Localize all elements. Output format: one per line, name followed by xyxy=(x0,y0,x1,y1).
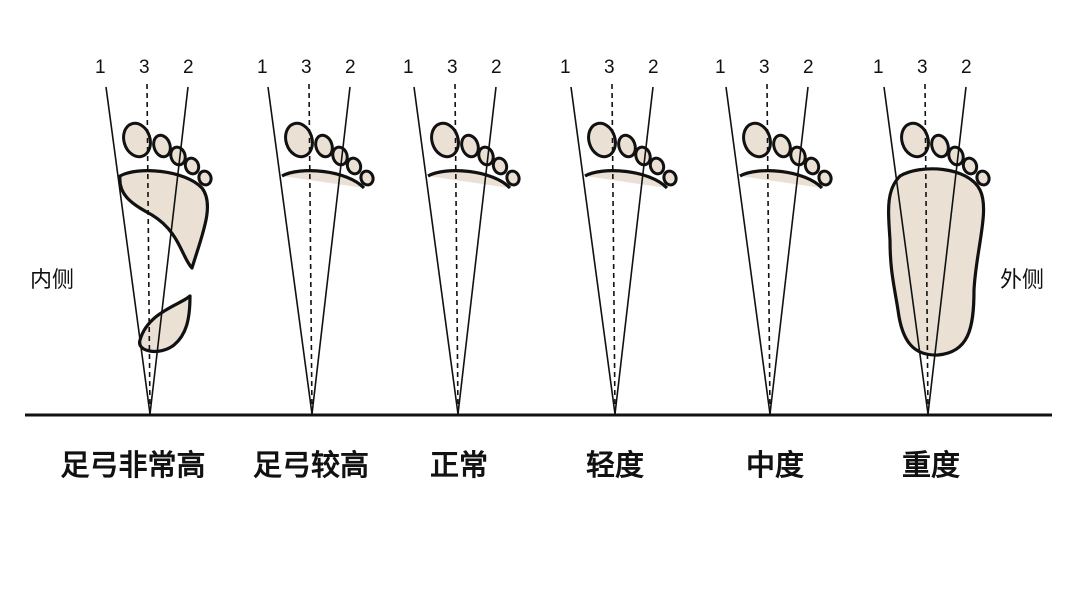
toe-shape xyxy=(197,169,213,187)
caption-high: 足弓较高 xyxy=(253,448,369,482)
line-number-label: 1 xyxy=(715,57,726,78)
foot-panel-severe: 1 3 2 重度 xyxy=(873,57,991,482)
toe-shape xyxy=(505,169,521,187)
toe-shape xyxy=(900,121,930,159)
toe-shape xyxy=(772,133,792,159)
toe-shape xyxy=(789,145,807,167)
reference-line-3 xyxy=(146,83,151,415)
reference-line-1 xyxy=(105,86,151,415)
caption-mild: 轻度 xyxy=(586,448,644,482)
toe-shape xyxy=(331,145,349,167)
reference-line-1 xyxy=(267,86,313,415)
caption-severe: 重度 xyxy=(902,448,960,482)
toe-shape xyxy=(345,156,363,176)
reference-line-2 xyxy=(769,86,809,415)
toe-shape xyxy=(314,133,334,159)
toe-shape xyxy=(930,133,950,159)
line-number-label: 2 xyxy=(803,57,814,78)
toe-shape xyxy=(359,169,375,187)
reference-line-1 xyxy=(883,86,929,415)
line-number-label: 1 xyxy=(873,57,884,78)
toe-shape xyxy=(491,156,509,176)
reference-line-2 xyxy=(311,86,351,415)
line-number-label: 2 xyxy=(491,57,502,78)
medial-side-label: 内侧 xyxy=(30,268,74,293)
reference-line-3 xyxy=(308,83,313,415)
line-number-label: 3 xyxy=(917,57,928,78)
foot-sole-shape xyxy=(739,169,824,190)
toe-shape xyxy=(587,121,617,159)
line-number-label: 3 xyxy=(301,57,312,78)
line-number-label: 3 xyxy=(759,57,770,78)
reference-line-1 xyxy=(725,86,771,415)
caption-moderate: 中度 xyxy=(746,448,804,482)
toe-shape xyxy=(183,156,201,176)
toe-shape xyxy=(430,121,460,159)
reference-line-1 xyxy=(570,86,616,415)
foot-sole-shape xyxy=(281,169,366,190)
toe-shape xyxy=(169,145,187,167)
foot-panel-very-high: 1 3 2 足弓非常高 xyxy=(60,57,213,482)
line-number-label: 2 xyxy=(648,57,659,78)
line-number-label: 2 xyxy=(183,57,194,78)
toe-shape xyxy=(662,169,678,187)
line-number-label: 3 xyxy=(604,57,615,78)
toe-shape xyxy=(817,169,833,187)
reference-line-3 xyxy=(454,83,459,415)
toe-shape xyxy=(975,169,991,187)
reference-line-2 xyxy=(457,86,497,415)
toe-shape xyxy=(122,121,152,159)
line-number-label: 2 xyxy=(345,57,356,78)
reference-line-3 xyxy=(766,83,771,415)
toe-shape xyxy=(152,133,172,159)
foot-sole-shape xyxy=(886,167,986,357)
foot-panel-high: 1 3 2 足弓较高 xyxy=(253,57,375,482)
reference-line-2 xyxy=(149,86,189,415)
toe-shape xyxy=(617,133,637,159)
reference-line-2 xyxy=(614,86,654,415)
line-number-label: 1 xyxy=(257,57,268,78)
toe-shape xyxy=(947,145,965,167)
line-number-label: 2 xyxy=(961,57,972,78)
line-number-label: 1 xyxy=(560,57,571,78)
reference-line-2 xyxy=(927,86,967,415)
foot-sole-shape xyxy=(584,169,669,190)
caption-normal: 正常 xyxy=(430,448,488,482)
reference-line-1 xyxy=(413,86,459,415)
reference-line-3 xyxy=(924,83,929,415)
toe-shape xyxy=(803,156,821,176)
foot-sole-shape xyxy=(118,169,210,270)
foot-panel-moderate: 1 3 2 中度 xyxy=(715,57,833,482)
toe-shape xyxy=(648,156,666,176)
toe-shape xyxy=(634,145,652,167)
toe-shape xyxy=(284,121,314,159)
foot-panel-mild: 1 3 2 轻度 xyxy=(560,57,678,482)
line-number-label: 1 xyxy=(95,57,106,78)
toe-shape xyxy=(477,145,495,167)
lateral-side-label: 外侧 xyxy=(1000,268,1044,293)
toe-shape xyxy=(742,121,772,159)
toe-shape xyxy=(460,133,480,159)
reference-line-3 xyxy=(611,83,616,415)
foot-panel-normal: 1 3 2 正常 xyxy=(403,57,521,482)
toe-shape xyxy=(961,156,979,176)
line-number-label: 3 xyxy=(139,57,150,78)
foot-sole-shape xyxy=(427,169,512,190)
line-number-label: 3 xyxy=(447,57,458,78)
foot-panels: 1 3 2 足弓非常高 1 3 2 足弓较高 1 3 2 正常 1 3 2 轻度 1 3 2 中度 1 3 2 重度 xyxy=(60,57,991,482)
line-number-label: 1 xyxy=(403,57,414,78)
foot-sole-shape xyxy=(138,294,192,354)
caption-very-high: 足弓非常高 xyxy=(60,448,205,482)
